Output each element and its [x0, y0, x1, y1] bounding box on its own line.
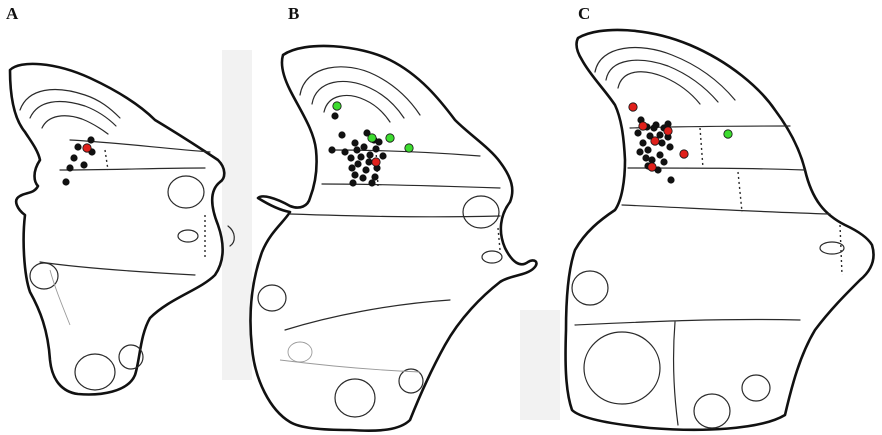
green-marker	[368, 134, 376, 142]
nerve-ellipse-a	[178, 230, 198, 242]
green-marker	[724, 130, 732, 138]
section-outline-a	[10, 64, 224, 395]
lamina-border-a	[105, 150, 108, 170]
nerve-ellipse-c	[820, 242, 844, 254]
black-marker	[362, 166, 369, 173]
nerve-ellipse-b	[399, 369, 423, 393]
black-marker	[359, 174, 366, 181]
lamina-line-c	[622, 205, 830, 214]
nerve-ellipse-b	[335, 379, 375, 417]
black-marker	[331, 112, 338, 119]
dorsal-lamina-c	[606, 60, 718, 102]
black-marker	[349, 179, 356, 186]
nerve-ellipse-c	[742, 375, 770, 401]
black-marker	[347, 154, 354, 161]
panel-label-c: C	[578, 4, 590, 23]
lamina-border-c	[840, 225, 842, 275]
black-marker	[636, 148, 643, 155]
panel-c: C	[566, 4, 874, 430]
red-marker	[639, 122, 647, 130]
nerve-ellipse-c	[584, 332, 660, 404]
black-marker	[348, 164, 355, 171]
red-marker	[664, 127, 672, 135]
black-marker	[634, 129, 641, 136]
dorsal-lamina-b	[312, 81, 404, 118]
black-marker	[366, 151, 373, 158]
lamina-line-b	[290, 214, 500, 217]
black-marker	[80, 161, 87, 168]
faint-ellipse-b	[288, 342, 312, 362]
section-outline-b	[250, 46, 536, 431]
nerve-ellipse-b	[258, 285, 286, 311]
lamina-line-b	[285, 300, 450, 330]
black-marker	[379, 152, 386, 159]
black-marker	[660, 158, 667, 165]
panel-b: B	[250, 4, 536, 431]
black-marker	[644, 146, 651, 153]
black-marker	[351, 139, 358, 146]
lamina-border-c	[738, 172, 742, 212]
black-marker	[328, 146, 335, 153]
lamina-line-b	[322, 184, 500, 188]
panel-label-a: A	[6, 4, 19, 23]
nerve-ellipse-a	[30, 263, 58, 289]
black-marker	[667, 176, 674, 183]
black-marker	[62, 178, 69, 185]
black-marker	[354, 160, 361, 167]
black-marker	[341, 148, 348, 155]
red-marker	[680, 150, 688, 158]
black-marker	[650, 124, 657, 131]
red-marker	[651, 137, 659, 145]
panel-a: A	[6, 4, 234, 394]
red-marker	[372, 158, 380, 166]
dorsal-lamina-a	[42, 116, 108, 134]
black-marker	[353, 146, 360, 153]
section-outline-c	[566, 30, 874, 430]
green-marker	[386, 134, 394, 142]
black-marker	[87, 136, 94, 143]
lamina-line-c	[674, 322, 678, 425]
black-marker	[375, 138, 382, 145]
black-marker	[372, 145, 379, 152]
nerve-ellipse-c	[694, 394, 730, 428]
nerve-ellipse-b	[463, 196, 499, 228]
lamina-line-a	[40, 262, 195, 275]
nerve-ellipse-a	[75, 354, 115, 390]
green-marker	[405, 144, 413, 152]
black-marker	[351, 171, 358, 178]
black-marker	[639, 139, 646, 146]
dorsal-lamina-a	[30, 102, 116, 126]
black-marker	[656, 151, 663, 158]
lamina-border-c	[700, 128, 703, 168]
red-marker	[648, 163, 656, 171]
nerve-ellipse-c	[572, 271, 608, 305]
black-marker	[357, 153, 364, 160]
black-marker	[666, 143, 673, 150]
nerve-ellipse-b	[482, 251, 502, 263]
faint-line-a	[50, 270, 70, 325]
background-patch	[222, 50, 252, 380]
black-marker	[74, 143, 81, 150]
lamina-line-a	[60, 168, 205, 170]
red-marker	[83, 144, 91, 152]
background-patch	[520, 310, 560, 420]
red-marker	[629, 103, 637, 111]
nerve-ellipse-a	[168, 176, 204, 208]
black-marker	[642, 154, 649, 161]
dorsal-lamina-a	[20, 90, 120, 118]
black-marker	[66, 164, 73, 171]
panel-label-b: B	[288, 4, 299, 23]
black-marker	[368, 179, 375, 186]
green-marker	[333, 102, 341, 110]
black-marker	[360, 143, 367, 150]
black-marker	[338, 131, 345, 138]
black-marker	[70, 154, 77, 161]
lamina-line-c	[575, 319, 800, 325]
